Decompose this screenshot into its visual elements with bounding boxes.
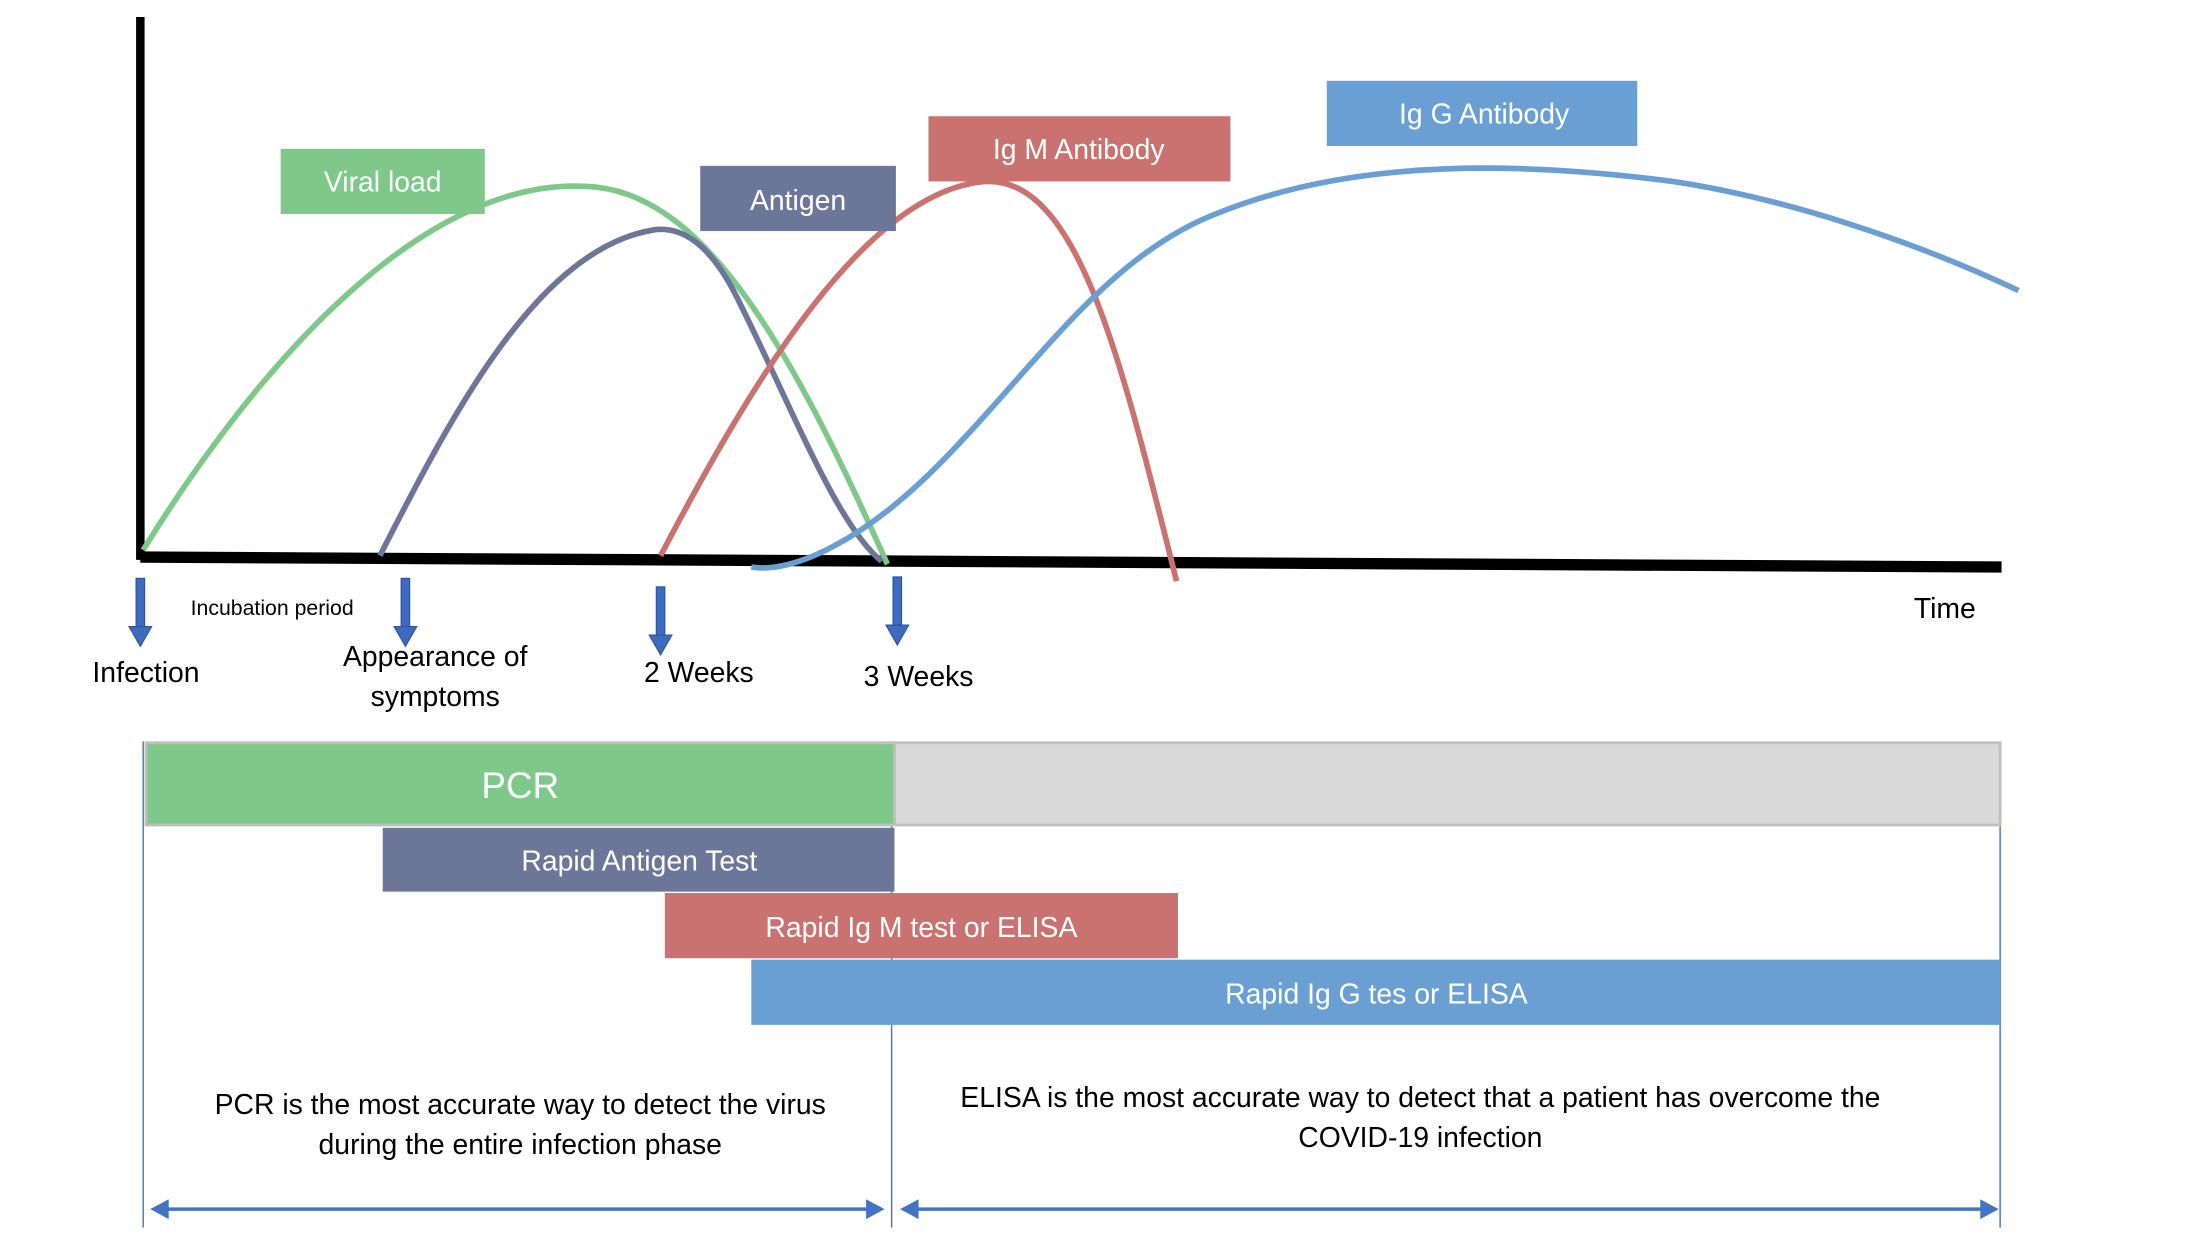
double-arrow-icon <box>150 1199 885 1220</box>
viral-load-label: Viral load <box>324 166 442 198</box>
igm-label-box <box>928 116 1231 182</box>
curve-igm <box>658 178 1180 582</box>
note-pcr-line1: PCR is the most accurate way to detect t… <box>215 1089 826 1121</box>
curve-antigen <box>377 226 884 564</box>
down-arrow-icon <box>648 586 673 657</box>
marker-3-weeks: 3 Weeks <box>864 661 974 693</box>
igm-label: Ig M Antibody <box>993 134 1166 166</box>
down-arrow-icon <box>884 576 910 647</box>
marker-symptoms-line1: Appearance of <box>343 641 527 673</box>
curve-igg <box>750 165 2020 571</box>
marker-2-weeks: 2 Weeks <box>644 657 754 689</box>
x-axis-label: Time <box>1914 593 1976 625</box>
antigen-label: Antigen <box>750 185 846 217</box>
curve-viral-load <box>140 183 890 566</box>
rapid-antigen-label: Rapid Antigen Test <box>521 845 757 877</box>
note-elisa-line1: ELISA is the most accurate way to detect… <box>960 1082 1880 1114</box>
rapid-igg-bar <box>751 959 2001 1025</box>
marker-symptoms-line2: symptoms <box>371 681 500 713</box>
rapid-igm-bar <box>664 893 1178 959</box>
viral-load-label-box <box>280 148 485 215</box>
pcr-bar <box>144 741 896 827</box>
down-arrow-icon <box>128 577 153 648</box>
down-arrow-icon <box>393 577 418 648</box>
igg-label: Ig G Antibody <box>1399 98 1570 130</box>
rapid-antigen-bar <box>382 827 895 892</box>
marker-infection: Infection <box>92 657 199 689</box>
pcr-bar-extension <box>893 741 2002 827</box>
double-arrow-icon <box>900 1199 1999 1220</box>
pcr-label: PCR <box>481 765 559 806</box>
antigen-label-box <box>700 165 896 232</box>
rapid-igm-label: Rapid Ig M test or ELISA <box>765 912 1077 944</box>
x-axis <box>140 551 2002 573</box>
incubation-period-label: Incubation period <box>191 596 354 620</box>
rapid-igg-label: Rapid Ig G tes or ELISA <box>1225 979 1528 1011</box>
note-pcr-line2: during the entire infection phase <box>319 1129 722 1161</box>
note-elisa-line2: COVID-19 infection <box>1298 1122 1542 1154</box>
igg-label-box <box>1326 80 1638 147</box>
